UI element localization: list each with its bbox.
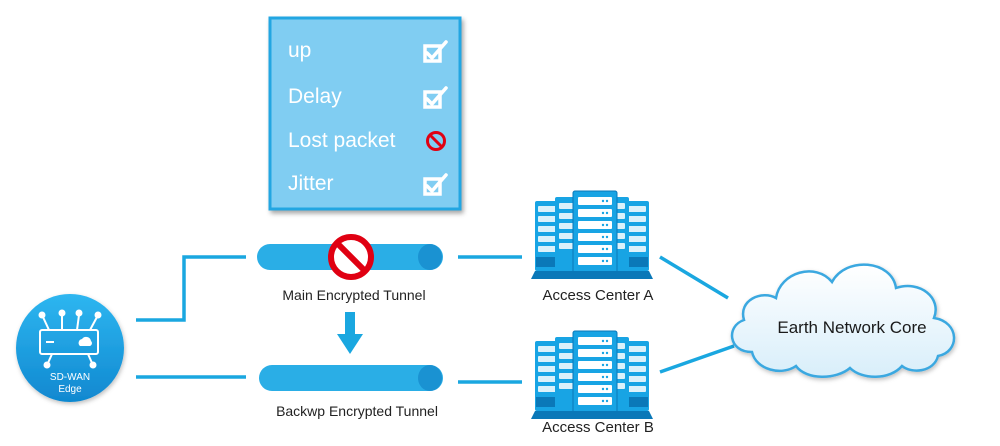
access-center-b-label: Access Center B xyxy=(542,419,654,436)
status-panel: up Delay Lost packet Jitter xyxy=(268,16,462,211)
edge-to-main-line xyxy=(136,255,246,322)
access-center-a-label: Access Center A xyxy=(543,287,654,304)
edge-label-line2: Edge xyxy=(58,384,82,395)
status-label-lost-packet: Lost packet xyxy=(288,129,396,152)
status-label-jitter: Jitter xyxy=(288,172,334,195)
core-label: Earth Network Core xyxy=(777,318,926,337)
sd-wan-edge: SD-WAN Edge xyxy=(16,294,124,402)
prohibited-icon xyxy=(426,131,446,151)
backup-tunnel-label: Backwp Encrypted Tunnel xyxy=(276,403,438,419)
router-icon xyxy=(38,309,102,369)
backup-tunnel xyxy=(259,365,443,391)
prohibited-icon xyxy=(328,234,374,280)
cloud-icon xyxy=(730,263,956,378)
earth-network-core: Earth Network Core xyxy=(730,263,956,378)
server-rack-icon xyxy=(531,191,653,279)
center-b-to-core-line xyxy=(659,344,735,374)
access-center-b xyxy=(531,331,653,419)
connector-lines xyxy=(136,255,735,384)
status-label-delay: Delay xyxy=(288,85,342,108)
main-tunnel xyxy=(257,234,443,280)
status-label-up: up xyxy=(288,39,311,62)
center-a-to-core-line xyxy=(659,255,729,300)
access-center-a xyxy=(531,191,653,279)
failover-arrow-icon xyxy=(337,312,363,354)
main-tunnel-label: Main Encrypted Tunnel xyxy=(282,287,425,303)
edge-label-line1: SD-WAN xyxy=(50,372,90,383)
server-rack-icon xyxy=(531,331,653,419)
